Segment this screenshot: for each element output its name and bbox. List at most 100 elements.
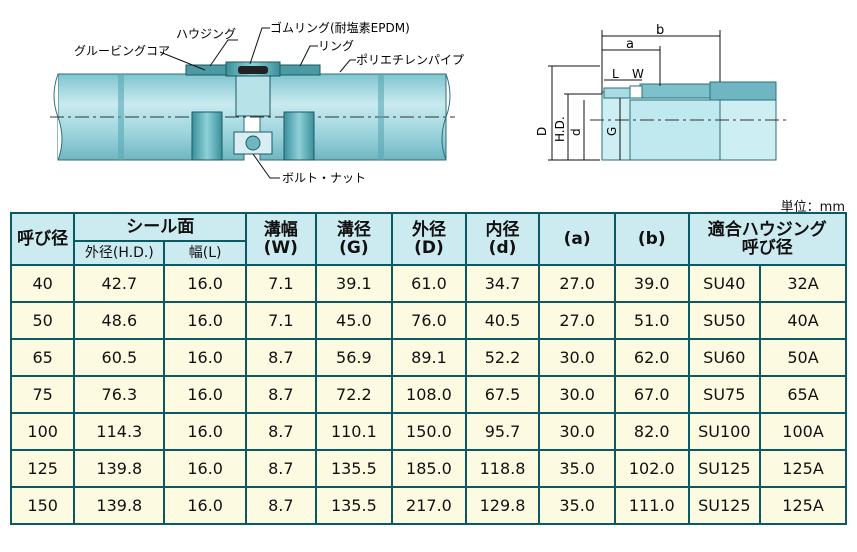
housing-lug-left [191, 111, 223, 161]
cell-d: 129.8 [464, 486, 541, 525]
rubber-ring-top [238, 66, 268, 74]
cell-b: 67.0 [613, 375, 690, 414]
cell-hd: 76.3 [73, 375, 166, 414]
cell-w: 7.1 [245, 264, 317, 303]
cell-su: SU75 [687, 375, 762, 414]
cell-w: 8.7 [245, 486, 317, 525]
callout-rubber-ring: ゴムリング(耐塩素EPDM) [270, 20, 410, 35]
cell-d: 150.0 [391, 412, 467, 451]
cell-hd: 48.6 [73, 301, 166, 340]
header-housing: 適合ハウジング呼び径 [687, 212, 848, 266]
cell-nominal: 125 [9, 449, 76, 488]
spec-table: 呼び径 シール面 溝幅(W) 溝径(G) 外径(D) 内径(d) (a) (b)… [9, 212, 848, 525]
header-nominal: 呼び径 [9, 212, 76, 266]
cell-l: 16.0 [163, 301, 248, 340]
core-band-right [378, 74, 384, 160]
cell-l: 16.0 [163, 375, 248, 414]
dim-b: b [656, 23, 664, 38]
header-seal-surface: シール面 [73, 212, 248, 242]
cell-nominal: 100 [9, 412, 76, 451]
cell-g: 135.5 [314, 486, 394, 525]
cell-l: 16.0 [163, 412, 248, 451]
cell-b: 51.0 [613, 301, 690, 340]
ring-right [279, 64, 321, 76]
header-b: (b) [613, 212, 690, 266]
dim-l: L [612, 67, 619, 81]
cell-a: 30.0 [538, 412, 616, 451]
cell-a: 27.0 [538, 301, 616, 340]
cell-su: SU60 [687, 338, 762, 377]
header-outer-dia: 外径(D) [391, 212, 467, 266]
dim-hd: H.D. [553, 116, 567, 142]
assembly-drawing [50, 61, 455, 161]
core-bore [629, 99, 721, 161]
cell-su: SU125 [687, 486, 762, 525]
header-seal-width: 幅(L) [163, 240, 248, 266]
cell-b: 111.0 [613, 486, 690, 525]
header-groove-dia: 溝径(G) [314, 212, 394, 266]
cell-hd: 60.5 [73, 338, 166, 377]
dimension-drawing [548, 30, 790, 161]
cell-a: 30.0 [538, 375, 616, 414]
cell-su: SU100 [687, 412, 762, 451]
cell-l: 16.0 [163, 338, 248, 377]
cell-w: 8.7 [245, 338, 317, 377]
cell-size: 65A [759, 375, 847, 414]
cell-a: 35.0 [538, 449, 616, 488]
cell-hd: 139.8 [73, 486, 166, 525]
cell-d: 76.0 [391, 301, 467, 340]
cell-d: 61.0 [391, 264, 467, 303]
cell-d: 108.0 [391, 375, 467, 414]
cell-size: 125A [759, 449, 847, 488]
cell-l: 16.0 [163, 449, 248, 488]
cell-su: SU125 [687, 449, 762, 488]
callout-lines [159, 27, 356, 179]
cell-nominal: 50 [9, 301, 76, 340]
cell-g: 135.5 [314, 449, 394, 488]
unit-label: 単位：mm [780, 200, 845, 215]
ring-left [185, 64, 227, 76]
cell-d: 67.5 [464, 375, 541, 414]
cell-d: 52.2 [464, 338, 541, 377]
cell-a: 27.0 [538, 264, 616, 303]
cell-g: 72.2 [314, 375, 394, 414]
cell-size: 50A [759, 338, 847, 377]
cell-w: 8.7 [245, 449, 317, 488]
cell-a: 30.0 [538, 338, 616, 377]
cell-size: 100A [759, 412, 847, 451]
seal-face [603, 87, 631, 99]
cell-su: SU40 [687, 264, 762, 303]
cell-w: 7.1 [245, 301, 317, 340]
cell-d: 34.7 [464, 264, 541, 303]
cell-b: 62.0 [613, 338, 690, 377]
housing-body [235, 75, 271, 117]
cell-d: 118.8 [464, 449, 541, 488]
cell-nominal: 65 [9, 338, 76, 377]
callout-grooving-core: グルービングコア [74, 44, 170, 58]
cell-b: 39.0 [613, 264, 690, 303]
dim-d: d [569, 128, 583, 136]
cell-d: 40.5 [464, 301, 541, 340]
cell-l: 16.0 [163, 486, 248, 525]
cell-size: 125A [759, 486, 847, 525]
callout-ring: リング [318, 39, 354, 53]
cell-g: 110.1 [314, 412, 394, 451]
pipe-wall [709, 81, 777, 101]
cell-nominal: 150 [9, 486, 76, 525]
cell-d: 185.0 [391, 449, 467, 488]
header-inner-dia: 内径(d) [464, 212, 541, 266]
cell-hd: 42.7 [73, 264, 166, 303]
cell-g: 45.0 [314, 301, 394, 340]
cell-d: 95.7 [464, 412, 541, 451]
dim-a: a [626, 37, 634, 52]
housing-lug-right [283, 111, 315, 161]
cell-g: 39.1 [314, 264, 394, 303]
cell-w: 8.7 [245, 412, 317, 451]
cell-a: 35.0 [538, 486, 616, 525]
cell-hd: 139.8 [73, 449, 166, 488]
